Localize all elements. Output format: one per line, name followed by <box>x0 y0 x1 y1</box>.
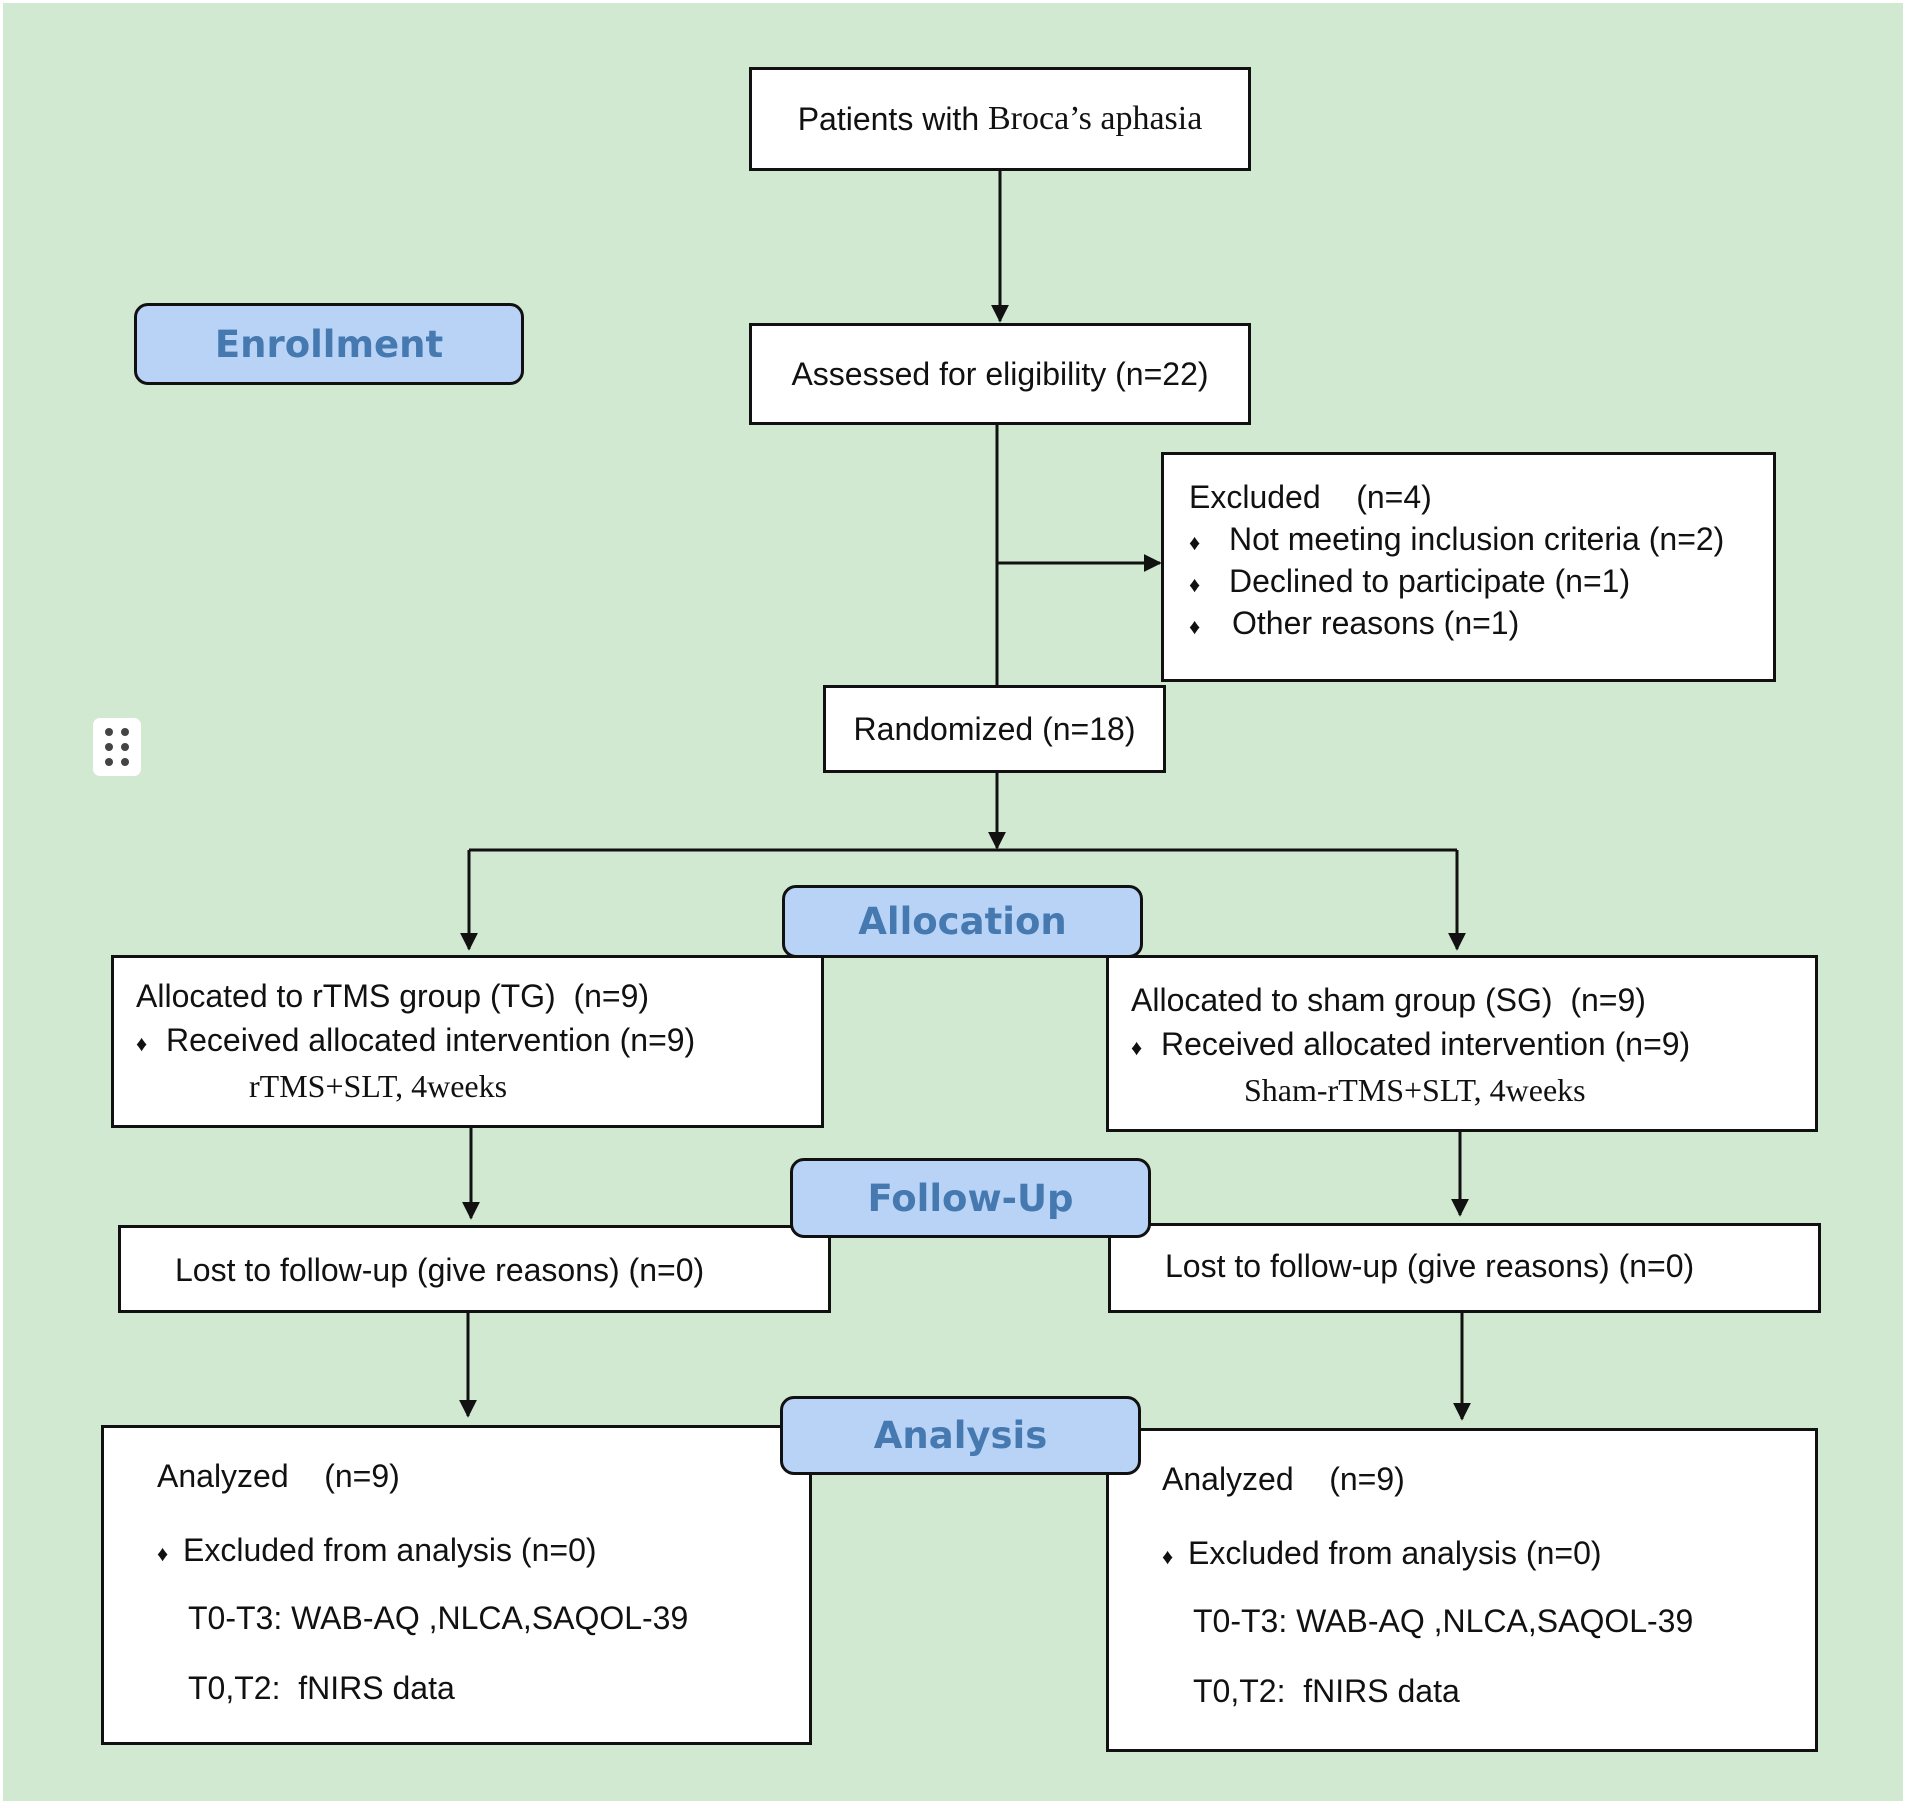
stage-allocation: Allocation <box>782 885 1143 958</box>
excluded-box: Excluded (n=4) ♦ Not meeting inclusion cr… <box>1161 452 1776 682</box>
bullet-icon: ♦ <box>157 1541 169 1566</box>
stage-follow-up: Follow-Up <box>790 1158 1151 1238</box>
randomized-box: Randomized (n=18) <box>823 685 1166 773</box>
analysis-tg-box: Analyzed (n=9) ♦ Excluded from analysis (… <box>101 1425 812 1745</box>
analysis-sg-line1: T0-T3: WAB-AQ ,NLCA,SAQOL-39 <box>1193 1603 1694 1639</box>
bullet-icon: ♦ <box>136 1031 148 1056</box>
assessed-text: Assessed for eligibility (n=22) <box>791 355 1209 392</box>
lost-tg-box: Lost to follow-up (give reasons) (n=0) <box>118 1225 831 1313</box>
alloc-tg-detail: rTMS+SLT, 4weeks <box>249 1068 508 1104</box>
bullet-icon: ♦ <box>1162 1544 1174 1569</box>
bullet-icon: ♦ <box>1189 530 1201 555</box>
excluded-item-label: Not meeting inclusion criteria (n=2) <box>1229 521 1725 557</box>
analysis-sg-box: Analyzed (n=9) ♦ Excluded from analysis (… <box>1106 1428 1818 1752</box>
excluded-item: ♦ Other reasons (n=1) <box>1189 605 1519 642</box>
lost-sg-box: Lost to follow-up (give reasons) (n=0) <box>1108 1223 1821 1313</box>
excluded-item-label: Other reasons (n=1) <box>1232 605 1520 641</box>
excluded-item: ♦ Declined to participate (n=1) <box>1189 563 1630 600</box>
analysis-sg-title: Analyzed (n=9) <box>1162 1461 1405 1497</box>
assessed-box: Assessed for eligibility (n=22) <box>749 323 1251 425</box>
patients-condition: Broca’s aphasia <box>988 100 1203 137</box>
patients-box: Patients with Broca’s aphasia <box>749 67 1251 171</box>
randomized-text: Randomized (n=18) <box>853 710 1136 747</box>
analysis-tg-line2: T0,T2: fNIRS data <box>188 1670 455 1706</box>
alloc-tg-title: Allocated to rTMS group (TG) (n=9) <box>136 978 650 1014</box>
stage-enrollment: Enrollment <box>134 303 524 385</box>
alloc-tg-item-label: Received allocated intervention (n=9) <box>166 1022 696 1058</box>
excluded-item: ♦ Not meeting inclusion criteria (n=2) <box>1189 521 1724 558</box>
alloc-sg-item: ♦ Received allocated intervention (n=9) <box>1131 1026 1690 1063</box>
alloc-sg-title: Allocated to sham group (SG) (n=9) <box>1131 982 1646 1018</box>
patients-prefix: Patients with <box>797 100 988 137</box>
alloc-tg-item: ♦ Received allocated intervention (n=9) <box>136 1022 695 1059</box>
alloc-sg-item-label: Received allocated intervention (n=9) <box>1161 1026 1691 1062</box>
flow-diagram-canvas: Patients with Broca’s aphasia Assessed f… <box>3 3 1903 1801</box>
analysis-sg-item: ♦ Excluded from analysis (n=0) <box>1162 1535 1602 1572</box>
analysis-sg-item-label: Excluded from analysis (n=0) <box>1188 1535 1602 1571</box>
analysis-tg-line1: T0-T3: WAB-AQ ,NLCA,SAQOL-39 <box>188 1600 689 1636</box>
analysis-tg-item: ♦ Excluded from analysis (n=0) <box>157 1532 597 1569</box>
analysis-sg-line2: T0,T2: fNIRS data <box>1193 1673 1460 1709</box>
analysis-tg-item-label: Excluded from analysis (n=0) <box>183 1532 597 1568</box>
drag-handle-icon[interactable] <box>93 718 141 776</box>
bullet-icon: ♦ <box>1131 1035 1143 1060</box>
alloc-sg-box: Allocated to sham group (SG) (n=9) ♦ Rece… <box>1106 955 1818 1132</box>
lost-tg-text: Lost to follow-up (give reasons) (n=0) <box>175 1252 705 1288</box>
bullet-icon: ♦ <box>1189 572 1201 597</box>
flow-connectors <box>459 171 1471 1421</box>
stage-analysis: Analysis <box>780 1396 1141 1475</box>
alloc-tg-box: Allocated to rTMS group (TG) (n=9) ♦ Rece… <box>111 955 824 1128</box>
alloc-sg-detail: Sham-rTMS+SLT, 4weeks <box>1244 1072 1586 1108</box>
analysis-tg-title: Analyzed (n=9) <box>157 1458 400 1494</box>
excluded-title: Excluded (n=4) <box>1189 479 1432 515</box>
lost-sg-text: Lost to follow-up (give reasons) (n=0) <box>1165 1248 1695 1284</box>
bullet-icon: ♦ <box>1189 614 1201 639</box>
excluded-item-label: Declined to participate (n=1) <box>1229 563 1631 599</box>
